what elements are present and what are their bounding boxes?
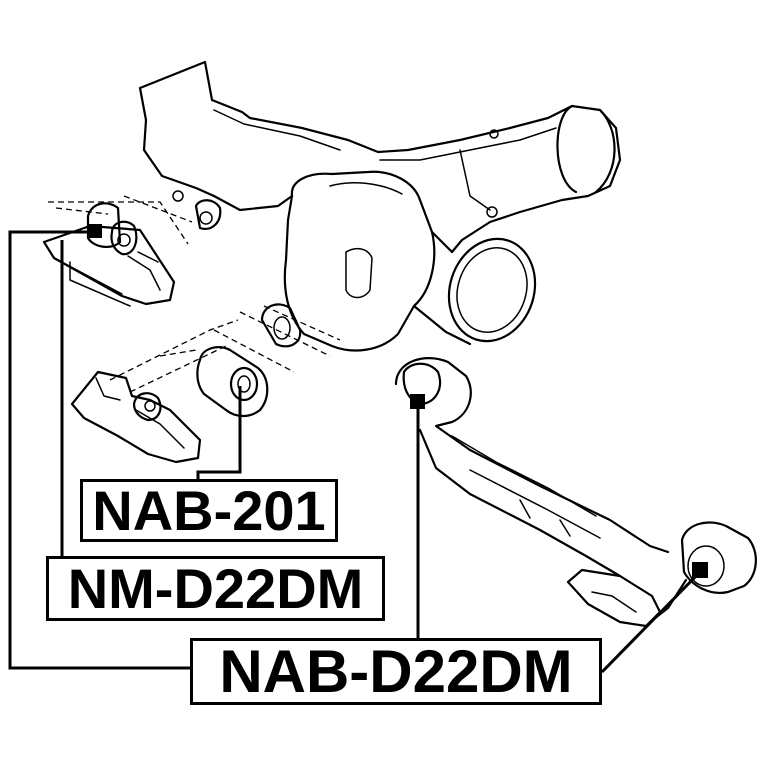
trailing-arm <box>394 357 757 628</box>
leader-lines <box>8 230 702 674</box>
marker-front-arm-bushing <box>410 394 425 409</box>
upper-left-bracket <box>42 195 193 307</box>
part-label-nab-d22dm: NAB-D22DM <box>190 638 602 705</box>
housing-bushing <box>213 303 341 373</box>
axle-housing <box>138 60 622 352</box>
marker-upper-bracket <box>88 224 102 238</box>
marker-rear-arm-bushing <box>692 562 708 578</box>
part-label-nm-d22dm: NM-D22DM <box>46 556 385 621</box>
part-label-nab-201: NAB-201 <box>80 479 338 542</box>
lower-left-bracket <box>70 319 269 464</box>
